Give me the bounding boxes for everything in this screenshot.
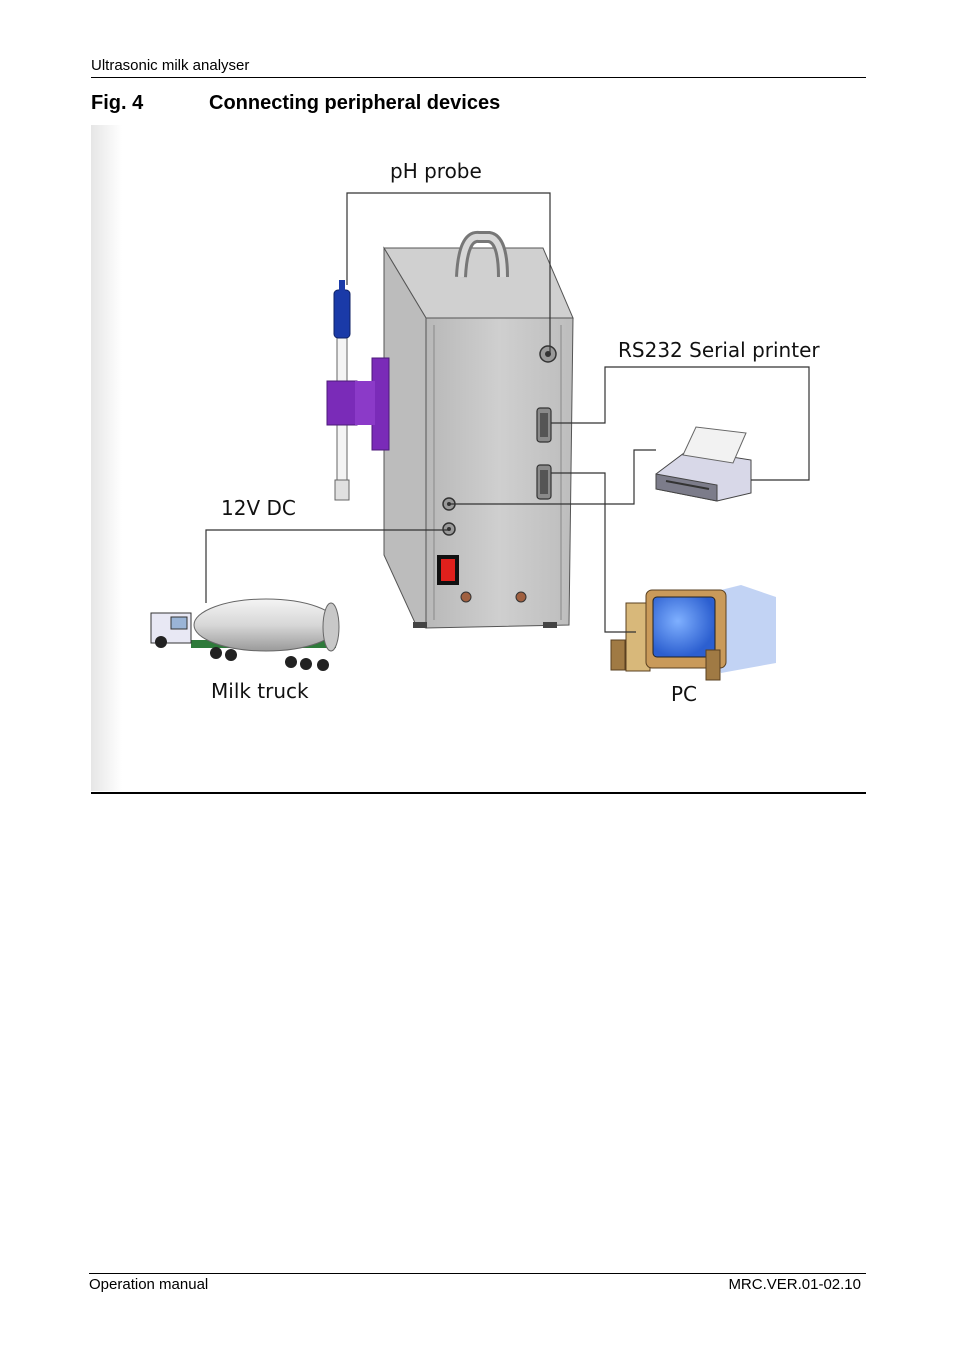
printer-feed-line (449, 449, 656, 505)
pc-icon (610, 585, 776, 681)
serial-printer-icon (655, 426, 752, 502)
connection-diagram: pH probe RS232 Serial printer 12V DC Mil… (91, 125, 866, 791)
header-divider (91, 77, 866, 78)
footer-version: MRC.VER.01-02.10 (728, 1276, 861, 1293)
dc-power-label: 12V DC (221, 496, 296, 520)
pc-line (551, 472, 636, 633)
dc-line (205, 529, 449, 603)
running-header: Ultrasonic milk analyser (91, 57, 250, 74)
foot-screw-icon (460, 591, 527, 603)
serial-port-printer-icon (536, 407, 552, 443)
pc-label: PC (671, 682, 697, 706)
figure-title: Connecting peripheral devices (209, 92, 501, 114)
ph-probe-icon (326, 280, 390, 501)
figure-divider (91, 792, 866, 794)
ph-probe-label: pH probe (390, 159, 482, 183)
power-switch-icon (437, 555, 459, 585)
figure-number: Fig. 4 (91, 92, 144, 114)
dc-socket-icon (442, 522, 456, 536)
connection-lines (205, 192, 810, 633)
footer-divider (89, 1273, 866, 1274)
milk-truck-icon (150, 598, 340, 671)
ph-probe-line (346, 192, 551, 354)
footer-manual-name: Operation manual (89, 1276, 209, 1293)
milk-truck-label: Milk truck (211, 679, 309, 703)
printer-port-line (551, 366, 810, 481)
probe-socket-icon (539, 345, 557, 363)
serial-port-pc-icon (536, 464, 552, 500)
serial-printer-label: RS232 Serial printer (618, 338, 820, 362)
